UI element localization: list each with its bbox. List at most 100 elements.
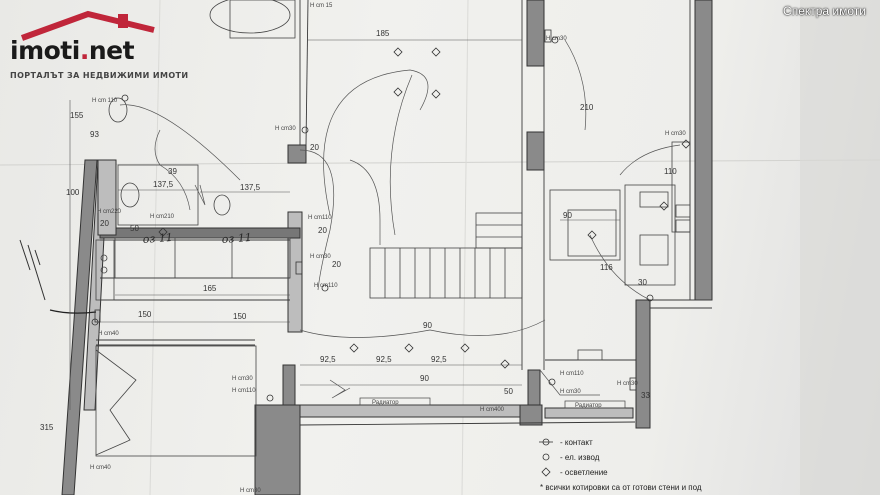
column <box>527 369 541 411</box>
dimension-label: 92,5 <box>320 355 336 364</box>
wall-bottom-left <box>254 404 301 495</box>
contact-icon <box>629 377 637 391</box>
walls <box>61 0 713 495</box>
dimension-lines <box>69 39 620 410</box>
dimension-label: 210 <box>580 103 594 112</box>
outlet-icon <box>301 126 309 134</box>
logo-ext-text: net <box>88 36 135 65</box>
radiator-label: Радиатор <box>575 403 602 409</box>
outlet-icon <box>121 94 129 102</box>
column <box>526 131 545 171</box>
wire <box>619 144 681 176</box>
paper-edge <box>800 0 880 495</box>
dimension-label: 20 <box>310 143 319 152</box>
column <box>519 404 543 426</box>
cabinet <box>95 239 115 301</box>
outlet-icon <box>646 294 654 302</box>
dimension-label: 315 <box>40 423 54 432</box>
height-label: H cm30 <box>617 381 638 387</box>
height-label: H cm110 <box>314 283 338 289</box>
logo-main-text: imoti <box>10 36 80 65</box>
height-label: H cm30 <box>560 389 581 395</box>
dimension-label: 110 <box>664 167 677 176</box>
dimension-label: 137,5 <box>153 180 174 189</box>
wire <box>349 159 381 245</box>
lighting-icon <box>460 343 470 353</box>
cabinet <box>114 237 291 279</box>
outlet-icon <box>321 284 329 292</box>
outline-lines <box>96 0 712 426</box>
line <box>299 421 636 426</box>
height-label: H cm30 <box>310 254 331 260</box>
outlet-icon <box>548 378 556 386</box>
wire <box>194 184 206 206</box>
paper-fold-line <box>0 159 880 166</box>
column <box>526 0 545 67</box>
hand-arrow <box>49 309 97 314</box>
dimension-label: 33 <box>641 391 650 400</box>
desk <box>577 349 603 361</box>
height-label: H cm40 <box>90 465 111 471</box>
handwritten-notes: оз 11 оз 11 <box>19 231 252 301</box>
dimension-texts: 185 155 93 100 137,5 137,5 39 20 50 20 2… <box>40 29 677 432</box>
toilet <box>120 182 140 208</box>
lighting-icon <box>681 139 691 149</box>
wall-bottom-right <box>544 407 634 419</box>
legend-contact-icon <box>539 438 553 446</box>
legend-lighting-label: - осветление <box>560 468 608 477</box>
stair-flight <box>369 247 523 299</box>
height-label: H cm30 <box>232 376 253 382</box>
bed <box>95 345 257 457</box>
dimension-label: 90 <box>423 321 432 330</box>
house-roof-icon <box>20 10 155 41</box>
wall-unit <box>671 141 691 233</box>
wall-bath-side <box>97 159 117 236</box>
dimension-label: 39 <box>168 167 177 176</box>
wire <box>299 149 335 291</box>
dimension-label: 50 <box>504 387 513 396</box>
logo-tagline: ПОРТАЛЪТ ЗА НЕДВИЖИМИ ИМОТИ <box>10 71 189 80</box>
dimension-label: 185 <box>376 29 390 38</box>
wire <box>564 39 587 131</box>
legend-note: * всички котировки са от готови стени и … <box>540 483 702 492</box>
dimension-label: 50 <box>130 224 139 233</box>
dimension-label: 100 <box>66 188 80 197</box>
dimension-label: 92,5 <box>376 355 392 364</box>
contact-icon <box>94 309 101 323</box>
line <box>305 0 309 146</box>
wire <box>389 74 413 236</box>
height-label: H cm40 <box>98 331 119 337</box>
wire <box>589 234 651 301</box>
height-label: H cm30 <box>665 131 686 137</box>
bedding <box>95 349 137 456</box>
wire <box>119 104 241 181</box>
height-label: H cm30 <box>546 36 567 42</box>
dimension-label: 165 <box>203 284 217 293</box>
handwritten-note: оз 11 <box>221 231 252 246</box>
handwritten-scribble <box>19 239 46 301</box>
bed-frame <box>95 345 257 457</box>
height-label: H cm110 <box>308 215 332 221</box>
dimension-label: 20 <box>100 219 109 228</box>
height-label: H cm110 <box>560 371 584 377</box>
shower <box>117 164 199 226</box>
sofa-seat <box>567 209 617 257</box>
dimension-label: 30 <box>638 278 647 287</box>
outlet-icon <box>266 394 274 402</box>
brand-logo[interactable]: imoti.net ПОРТАЛЪТ ЗА НЕДВИЖИМИ ИМОТИ <box>8 8 188 80</box>
lighting-icon <box>404 343 414 353</box>
height-label: H cm30 <box>240 488 261 494</box>
dimension-label: 90 <box>563 211 572 220</box>
lighting-icon <box>500 359 510 369</box>
radiator-label: Радиатор <box>372 400 399 406</box>
column <box>282 364 296 406</box>
outlet-icon <box>551 36 559 44</box>
radiators: Радиатор Радиатор <box>359 397 626 409</box>
armchair-area <box>624 184 676 286</box>
lighting-icon <box>349 343 359 353</box>
lighting-icon <box>431 89 441 99</box>
height-label: H cm220 <box>97 209 122 215</box>
dimension-label: 20 <box>332 260 341 269</box>
